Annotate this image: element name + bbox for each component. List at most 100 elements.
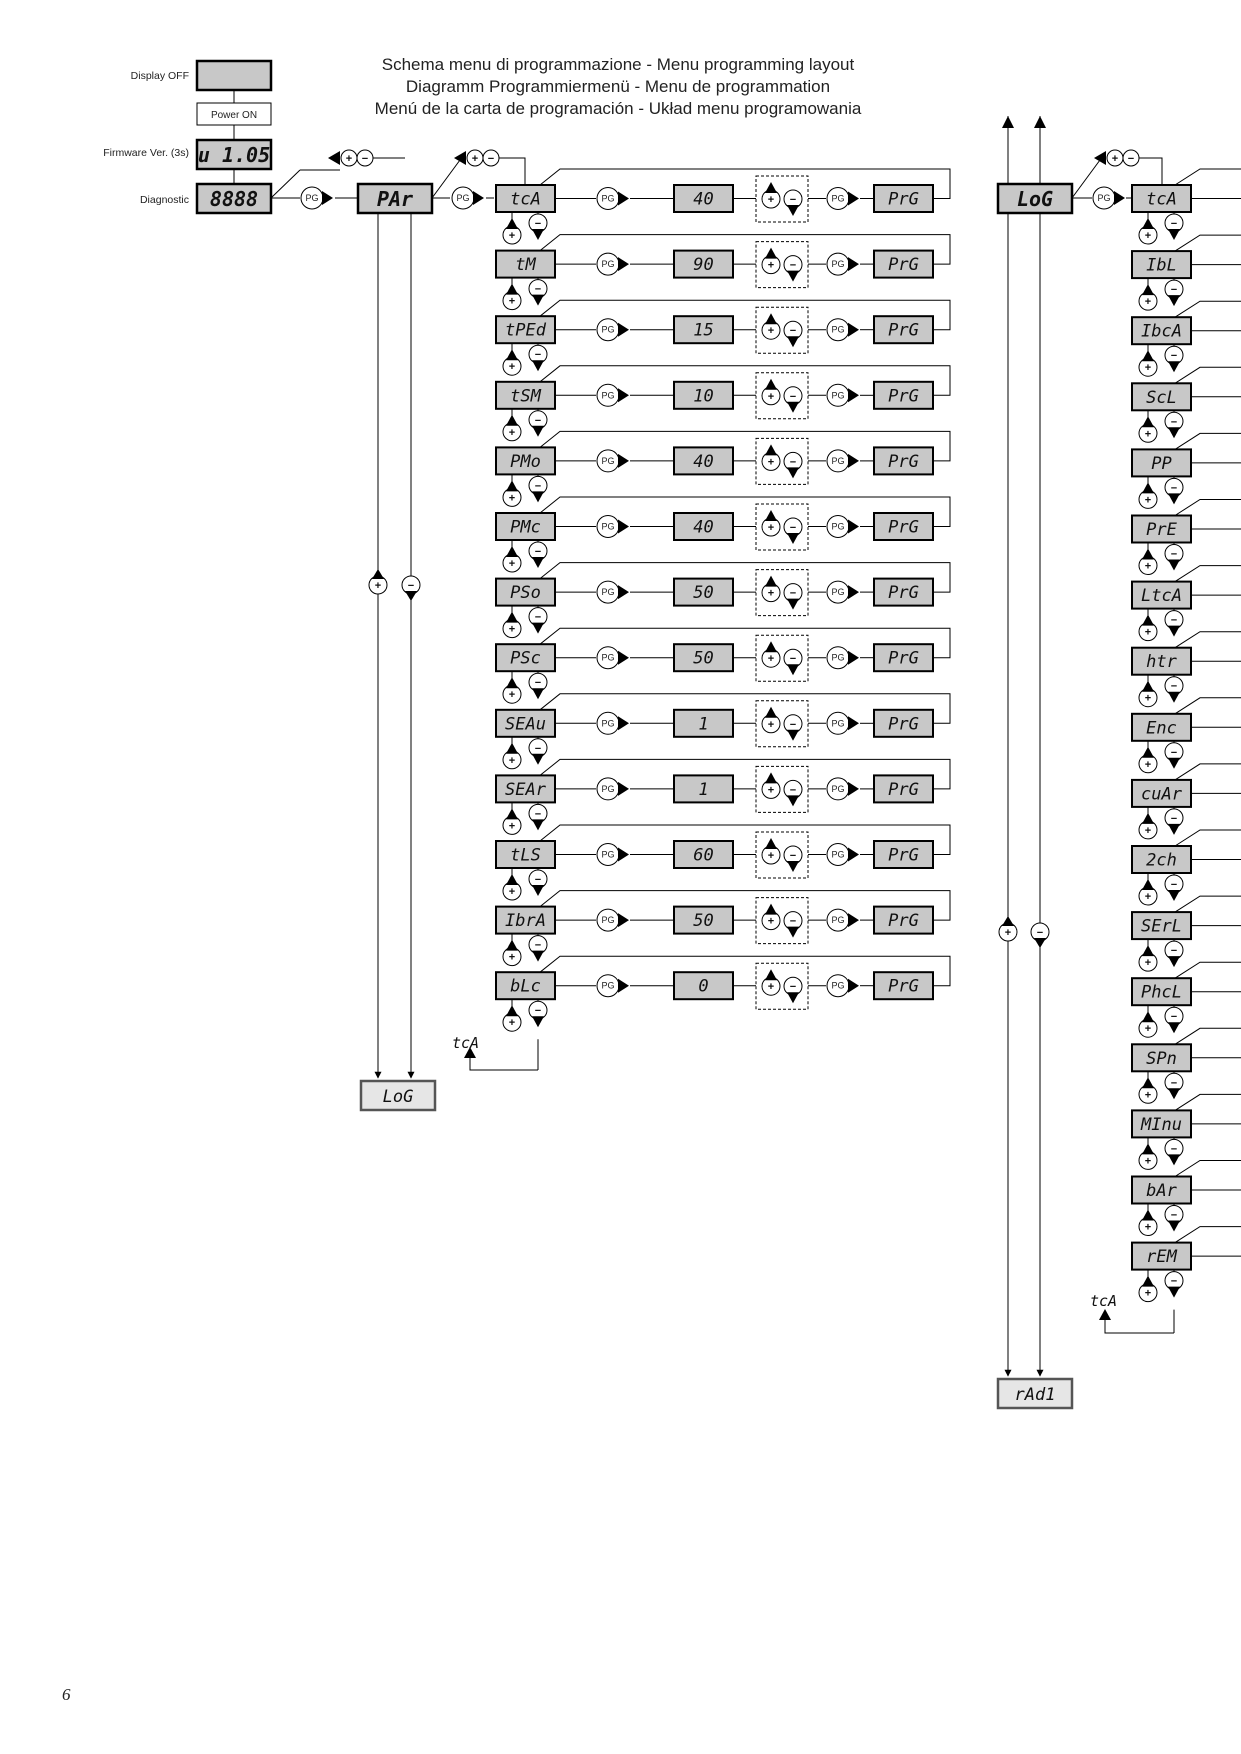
title-line-1: Schema menu di programmazione - Menu pro…: [382, 55, 855, 74]
log-param-code-text: htr: [1146, 652, 1177, 672]
up-arrow-icon: [765, 838, 777, 849]
par-param-code-box: [495, 380, 556, 410]
plus-button-label: +: [472, 153, 478, 165]
par-confirm-text: PrG: [888, 780, 919, 800]
log-param-code-box: [1131, 911, 1192, 941]
pg-arrow-icon: [618, 781, 629, 796]
log-param-code-text: ScL: [1146, 388, 1177, 408]
plus-button-label: +: [509, 689, 515, 701]
minus-button-label: −: [1171, 350, 1177, 362]
par-param-code-box: [495, 512, 556, 541]
down-arrow-icon: [1168, 559, 1180, 571]
plus-button-label: +: [768, 588, 774, 600]
par-param-value-text: 90: [693, 255, 713, 275]
up-arrow-icon: [1142, 1011, 1154, 1023]
adjust-box: [755, 765, 809, 813]
par-param-value-text: 15: [693, 321, 713, 341]
pg-arrow-icon: [322, 191, 333, 205]
up-arrow-icon: [1142, 482, 1154, 494]
minus-button-label: −: [1171, 218, 1177, 230]
log-param-code-box: [1131, 845, 1192, 874]
pg-button-label: PG: [831, 259, 844, 269]
up-arrow-icon: [506, 283, 518, 295]
minus-button-label: −: [488, 153, 494, 165]
plus-button-label: +: [1145, 428, 1151, 440]
connector-line: [431, 159, 461, 199]
log-display: [996, 182, 1074, 215]
plus-button-label: +: [509, 952, 515, 964]
down-arrow-icon: [1168, 890, 1180, 901]
par-confirm-text: PrG: [888, 846, 919, 866]
pg-button-label: PG: [456, 193, 469, 203]
log-row: MInu: [1131, 1109, 1192, 1139]
adjust-box: [755, 831, 809, 879]
connector-line: [1131, 157, 1163, 184]
minus-button-label: −: [790, 456, 796, 468]
log-row: cuAr: [1131, 778, 1192, 808]
down-arrow-icon: [787, 729, 799, 741]
adjust-box: [755, 437, 809, 485]
log-param-code-box: [1131, 977, 1192, 1007]
page-number: 6: [62, 1685, 71, 1704]
minus-button-label: −: [790, 260, 796, 272]
plus-button-label: +: [1145, 561, 1151, 573]
up-arrow-icon: [1142, 416, 1154, 428]
pg-arrow-icon: [1114, 191, 1125, 205]
par-param-code-text: PMo: [510, 452, 541, 472]
adjust-box: [755, 700, 809, 748]
minus-button-label: −: [535, 808, 541, 820]
log-param-code-text: PhcL: [1141, 983, 1182, 1003]
plus-button-label: +: [1145, 1288, 1151, 1300]
minus-button-label: −: [535, 612, 541, 624]
connector-line: [539, 562, 951, 593]
log-param-code-text: 2ch: [1146, 851, 1177, 871]
down-arrow-icon: [787, 533, 799, 544]
title-block: Schema menu di programmazione - Menu pro…: [375, 55, 862, 118]
par-label: PAr: [377, 187, 413, 211]
firmware-label: Firmware Ver. (3s): [103, 147, 189, 159]
connector-line: [1174, 168, 1241, 186]
pg-button-label: PG: [1097, 193, 1110, 203]
log-param-code-box: [1131, 1109, 1192, 1139]
up-arrow-icon: [765, 706, 777, 718]
pg-button-label: PG: [601, 522, 614, 532]
up-arrow-icon: [1142, 812, 1154, 824]
adjust-box: [755, 503, 809, 551]
down-arrow-icon: [1168, 295, 1180, 307]
par-param-value-text: 40: [693, 190, 713, 210]
up-arrow-icon: [1142, 548, 1154, 560]
plus-button-label: +: [1145, 296, 1151, 308]
up-arrow-icon: [506, 611, 518, 623]
plus-button-label: +: [768, 522, 774, 534]
pg-arrow-icon: [848, 847, 859, 862]
plus-button-label: +: [768, 260, 774, 272]
minus-button-label: −: [1171, 1210, 1177, 1222]
connector-line: [1174, 1027, 1241, 1045]
pg-button-label: PG: [831, 587, 844, 597]
pg-button-label: PG: [601, 981, 614, 991]
minus-button-label: −: [790, 850, 796, 862]
up-arrow-icon: [765, 182, 777, 193]
pg-arrow-icon: [848, 191, 859, 206]
connector-line: [539, 496, 951, 527]
pg-arrow-icon: [618, 453, 629, 468]
down-arrow-icon: [532, 688, 544, 700]
minus-button-label: −: [1171, 681, 1177, 693]
par-confirm-text: PrG: [888, 452, 919, 472]
up-arrow-icon: [765, 641, 777, 653]
down-arrow-icon: [1168, 229, 1180, 240]
pg-button-label: PG: [831, 718, 844, 728]
minus-button-label: −: [790, 784, 796, 796]
minus-button-label: −: [1128, 153, 1134, 165]
up-arrow-icon: [1142, 1077, 1154, 1089]
par-confirm-box: [873, 905, 934, 935]
pg-button-label: PG: [831, 981, 844, 991]
adjust-box: [755, 634, 809, 682]
plus-button-label: +: [768, 850, 774, 862]
log-param-code-box: [1131, 316, 1192, 346]
